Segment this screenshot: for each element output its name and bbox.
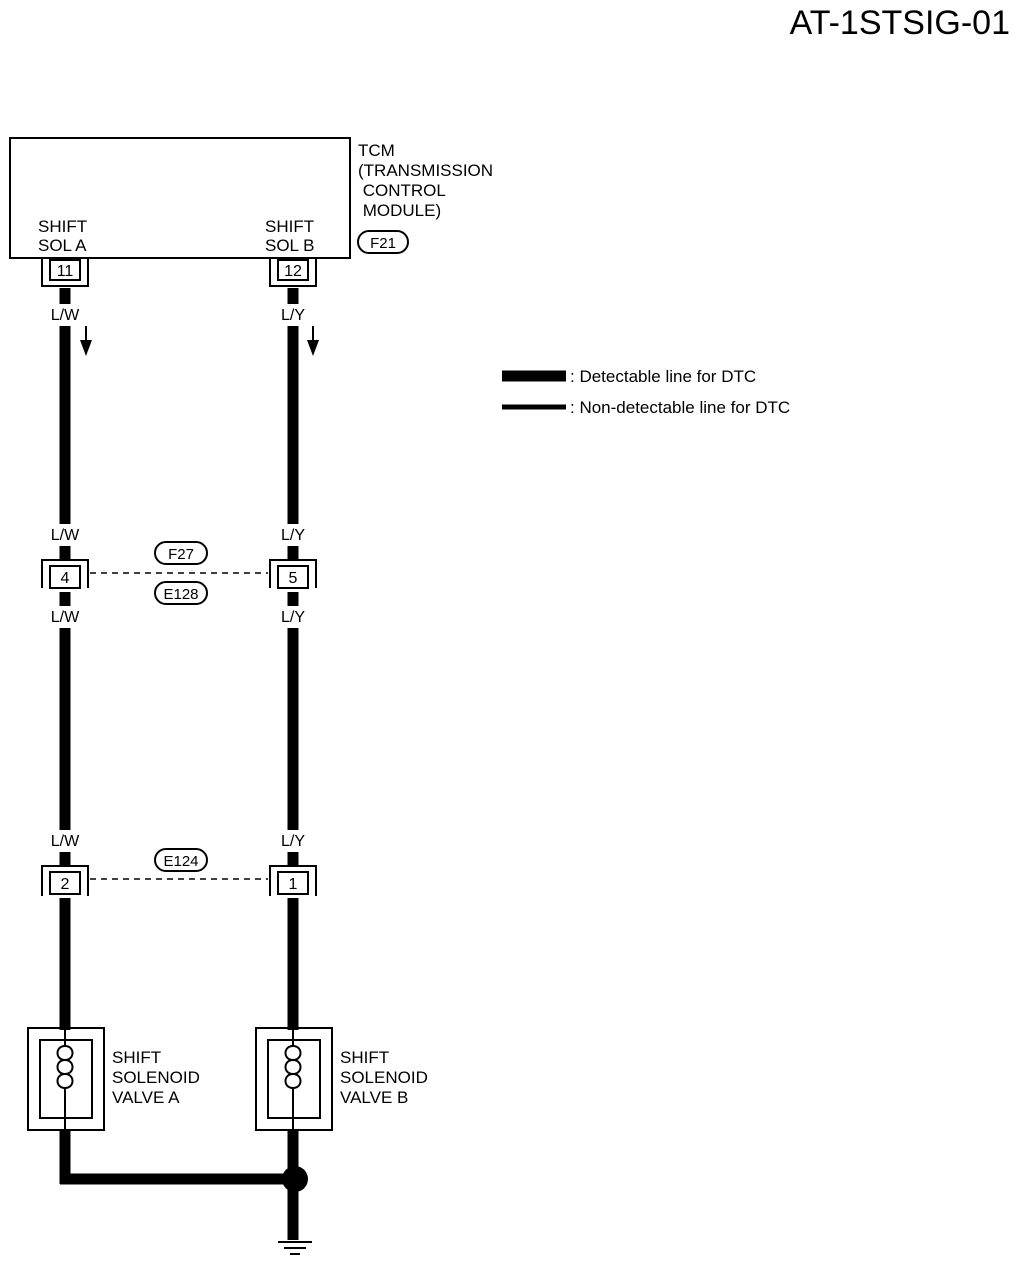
tcm-name-line-2: (TRANSMISSION	[358, 161, 493, 180]
coil-icon	[284, 1030, 302, 1130]
splice-dot-icon	[282, 1166, 308, 1192]
tcm-name-line-1: TCM	[358, 141, 395, 160]
wire-a-color-2: L/W	[51, 527, 80, 544]
tcm-pin-b-label-2: SOL B	[265, 236, 314, 255]
junction-2-pin-b-number: 1	[289, 876, 298, 893]
legend: : Detectable line for DTC : Non-detectab…	[502, 367, 790, 417]
tcm-name-line-3: CONTROL	[358, 181, 446, 200]
tcm-pin-a-label-1: SHIFT	[38, 217, 87, 236]
wire-a-color-1: L/W	[51, 307, 80, 324]
tcm-pin-a-label-2: SOL A	[38, 236, 87, 255]
down-arrow-icon	[80, 326, 92, 356]
junction-2-connector: E124	[163, 853, 198, 870]
tcm-pin-b: 12	[269, 258, 317, 287]
tcm-pin-a: 11	[41, 258, 89, 287]
coil-icon	[56, 1030, 74, 1130]
wire-b-color-3: L/Y	[281, 609, 305, 626]
solenoid-valve-b	[255, 1027, 333, 1131]
valve-a-label-2: SOLENOID	[112, 1068, 200, 1087]
tcm-name-line-4: MODULE)	[358, 201, 441, 220]
wire-a-color-3: L/W	[51, 609, 80, 626]
junction-2-pin-a: 2	[41, 865, 89, 896]
tcm-box	[9, 137, 351, 259]
junction-1-pin-b: 5	[269, 559, 317, 589]
wire-a-color-4: L/W	[51, 833, 80, 850]
legend-detectable-label: : Detectable line for DTC	[570, 367, 756, 386]
junction-2-badge	[154, 848, 208, 872]
down-arrow-icon	[307, 326, 319, 356]
junction-1-connector-bottom: E128	[163, 586, 198, 603]
wire-b-color-4: L/Y	[281, 833, 305, 850]
diagram-id: AT-1STSIG-01	[790, 4, 1010, 42]
tcm-pin-b-number: 12	[284, 263, 302, 280]
junction-1-badge-top	[154, 541, 208, 565]
tcm-pin-a-number: 11	[57, 263, 74, 280]
ground-icon	[278, 1241, 312, 1255]
legend-non-detectable-label: : Non-detectable line for DTC	[570, 398, 790, 417]
solenoid-valve-a	[27, 1027, 105, 1131]
tcm-connector-id: F21	[370, 235, 396, 252]
junction-1-connector-top: F27	[168, 546, 194, 563]
junction-1-badge-bottom	[154, 581, 208, 605]
junction-1-pin-b-number: 5	[289, 570, 298, 587]
junction-1-pin-a-number: 4	[61, 570, 70, 587]
tcm-connector-badge	[357, 230, 409, 254]
wire-b-color-1: L/Y	[281, 307, 305, 324]
junction-2-pin-a-number: 2	[61, 876, 70, 893]
valve-b-label-1: SHIFT	[340, 1048, 389, 1067]
valve-b-label-3: VALVE B	[340, 1088, 408, 1107]
valve-b-label-2: SOLENOID	[340, 1068, 428, 1087]
valve-a-label-1: SHIFT	[112, 1048, 161, 1067]
valve-a-label-3: VALVE A	[112, 1088, 180, 1107]
junction-1-pin-a: 4	[41, 559, 89, 589]
junction-2-pin-b: 1	[269, 865, 317, 896]
wire-a	[59, 288, 292, 1185]
wire-b-color-2: L/Y	[281, 527, 305, 544]
tcm-pin-b-label-1: SHIFT	[265, 217, 314, 236]
